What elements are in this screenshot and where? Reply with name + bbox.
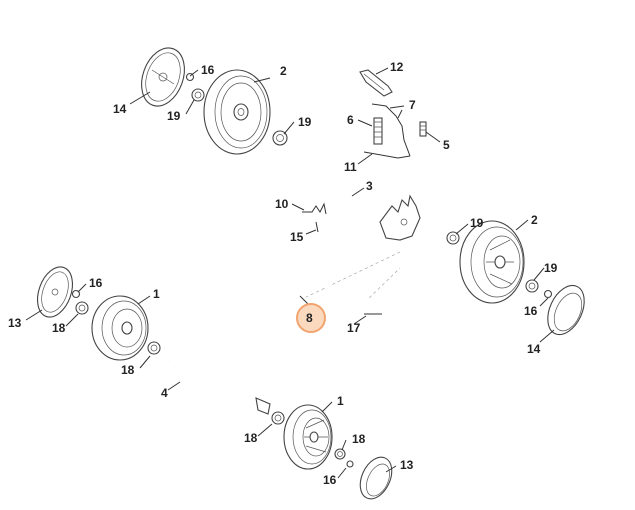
callout-19-rear-left-inner[interactable]: 19 (298, 115, 312, 129)
callout-labels[interactable]: 2 16 14 19 19 12 7 6 5 11 3 10 15 19 2 1… (8, 60, 558, 487)
bearing-rear-right[interactable] (446, 231, 460, 245)
bearing-rear-left[interactable] (191, 88, 205, 102)
callout-16-rear-right[interactable]: 16 (524, 304, 538, 318)
lever-11[interactable] (363, 151, 411, 159)
callout-18-front-right-outer[interactable]: 18 (352, 432, 366, 446)
rear-axle[interactable] (299, 157, 441, 236)
screw-15[interactable] (315, 221, 319, 233)
callout-2-rear-right[interactable]: 2 (531, 213, 538, 227)
callout-6[interactable]: 6 (347, 113, 354, 127)
callout-15[interactable]: 15 (290, 230, 304, 244)
callout-8[interactable]: 8 (306, 311, 313, 325)
nut-front-left[interactable] (71, 289, 81, 299)
nut-rear-right[interactable] (543, 289, 553, 299)
callout-1-front-left[interactable]: 1 (153, 287, 160, 301)
callout-16-front-left[interactable]: 16 (89, 276, 103, 290)
spring-pin[interactable] (302, 202, 327, 215)
callout-18-front-right[interactable]: 18 (244, 431, 258, 445)
spring-left[interactable] (373, 117, 383, 145)
callout-3[interactable]: 3 (366, 179, 373, 193)
callout-19-rear-right[interactable]: 19 (470, 216, 484, 230)
nut-front-right[interactable] (346, 460, 354, 468)
bearing-front-right-outer[interactable] (334, 448, 346, 460)
callout-18-front-left-inner[interactable]: 18 (121, 363, 135, 377)
callout-7[interactable]: 7 (409, 98, 416, 112)
wheel-rear-right[interactable] (459, 220, 525, 304)
callout-14-rear-right[interactable]: 14 (527, 342, 541, 356)
callout-4[interactable]: 4 (161, 386, 168, 400)
callout-13-front-right[interactable]: 13 (400, 458, 414, 472)
callout-19-rear-right-outer[interactable]: 19 (544, 261, 558, 275)
bracket[interactable] (359, 69, 393, 97)
spring-lever[interactable] (371, 103, 411, 157)
hubcap-front-left[interactable] (31, 262, 79, 322)
height-adjust-sector[interactable] (379, 194, 421, 241)
bearing-front-left[interactable] (75, 301, 89, 315)
callout-19-rear-left[interactable]: 19 (167, 109, 181, 123)
callout-18-front-left[interactable]: 18 (52, 321, 66, 335)
hubcap-rear-left[interactable] (134, 42, 192, 112)
callout-10[interactable]: 10 (275, 197, 289, 211)
wheel-front-left[interactable] (91, 295, 149, 361)
callout-17[interactable]: 17 (347, 321, 361, 335)
callout-5[interactable]: 5 (443, 138, 450, 152)
wheel-front-right[interactable] (283, 404, 333, 470)
front-axle[interactable] (169, 358, 271, 415)
callout-16-front-right[interactable]: 16 (323, 473, 337, 487)
leader-lines (25, 67, 555, 479)
wheel-rear-left[interactable] (203, 69, 271, 155)
callout-11[interactable]: 11 (344, 160, 357, 174)
bearing-front-left-inner[interactable] (147, 341, 161, 355)
bearing-rear-right-outer[interactable] (525, 279, 539, 293)
front-axle-bracket[interactable] (207, 279, 372, 357)
bearing-front-right[interactable] (271, 411, 285, 425)
hubcap-rear-right[interactable] (541, 280, 592, 341)
callout-14-rear-left[interactable]: 14 (113, 102, 127, 116)
callout-1-front-right[interactable]: 1 (337, 394, 344, 408)
callout-2-rear-left[interactable]: 2 (280, 64, 287, 78)
hubcap-front-right[interactable] (354, 452, 398, 504)
callout-12[interactable]: 12 (390, 60, 404, 74)
highlight-circle (296, 303, 326, 333)
spring-right[interactable] (419, 121, 427, 137)
callout-16-rear-left[interactable]: 16 (201, 63, 215, 77)
callout-13-front-left[interactable]: 13 (8, 316, 22, 330)
bearing-rear-left-inner[interactable] (272, 130, 288, 146)
